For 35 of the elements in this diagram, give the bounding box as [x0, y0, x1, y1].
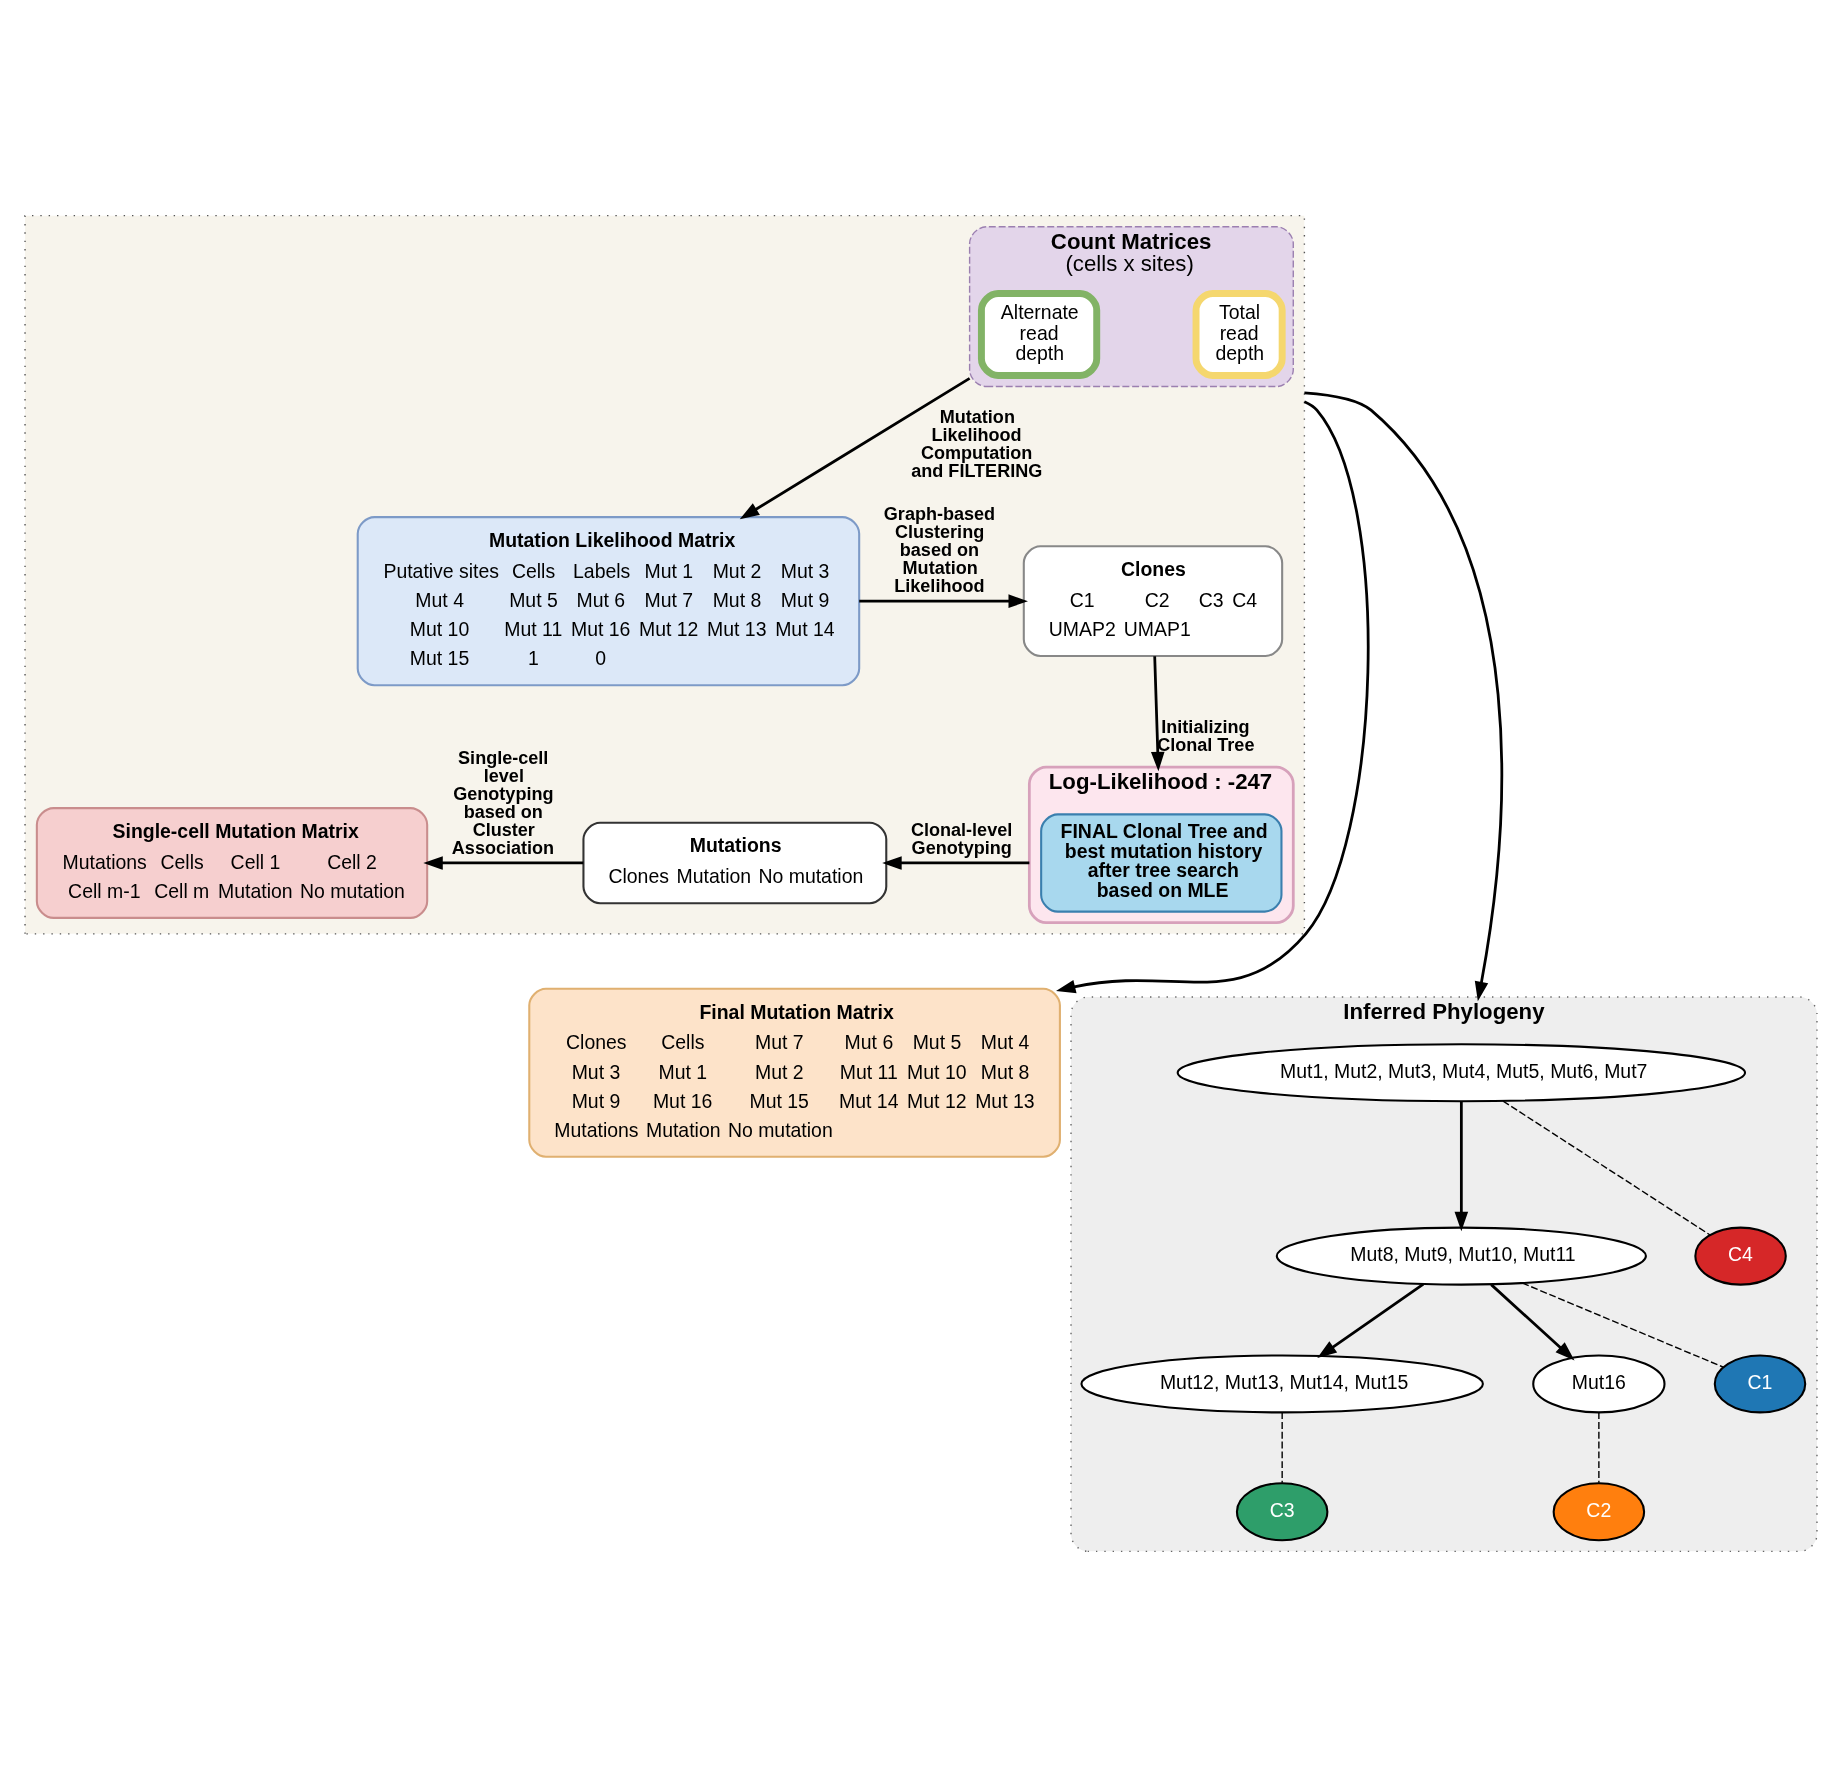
arrow: [739, 376, 971, 519]
node-ellipse: Mut1, Mut2, Mut3, Mut4, Mut5, Mut6, Mut7: [1176, 1042, 1747, 1102]
node-box: Single-cell Mutation Matrix Mutations Cells Cell 1 Cell 2 Cell m-1 Cell m Mutation No mutation: [35, 806, 429, 919]
connector: [1598, 1411, 1600, 1484]
node-ellipse: Mut16: [1532, 1353, 1666, 1413]
node-ellipse: Mut12, Mut13, Mut14, Mut15: [1080, 1353, 1484, 1413]
edge-label: Clonal-level Genotyping: [910, 819, 1013, 858]
cluster: [24, 214, 1306, 935]
arrow: [1304, 390, 1503, 1001]
node-ellipse: C4: [1694, 1226, 1787, 1286]
arrow: [882, 855, 1030, 870]
arrow: [1150, 655, 1165, 771]
node-box: Final Mutation Matrix Clones Cells Mut 7 Mut 6 Mut 5 Mut 4 Mut 3 Mut 1 Mut 2 Mut 11 Mut 10 Mut 8 Mut 9 Mut 16 Mut 15 Mut 14 Mut 12 Mut 13 Mutations Mutation No mutation: [528, 987, 1061, 1158]
edge-label: Graph-based Clustering based on Mutation Likelihood: [883, 503, 996, 596]
connector: [1281, 1411, 1283, 1484]
arrow: [1317, 1282, 1425, 1358]
node-box: Mutations Clones Mutation No mutation: [582, 821, 888, 904]
node-ellipse: C2: [1552, 1481, 1646, 1541]
node-ellipse: Mut8, Mut9, Mut10, Mut11: [1275, 1226, 1647, 1286]
node-box: Alternate read depth: [977, 289, 1101, 379]
node-box: Total read depth: [1192, 289, 1286, 379]
arrow: [859, 593, 1028, 608]
arrow: [1056, 399, 1370, 993]
arrow: [1490, 1283, 1575, 1360]
connector: [1521, 1281, 1725, 1368]
arrow: [423, 855, 584, 870]
edge-label: Single-cell level Genotyping based on Cluster Association: [451, 747, 555, 858]
node-ellipse: C3: [1235, 1481, 1329, 1541]
arrow: [1454, 1101, 1469, 1231]
node-ellipse: C1: [1713, 1353, 1807, 1413]
node-box: Clones C1 C2 C3 C4 UMAP2 UMAP1: [1022, 544, 1284, 657]
edge-label: Mutation Likelihood Computation and FILTERING: [911, 406, 1043, 481]
connector: [1502, 1099, 1711, 1236]
node-box: FINAL Clonal Tree and best mutation history after tree search based on MLE: [1040, 812, 1283, 913]
node-box: Mutation Likelihood Matrix Putative sites Cells Labels Mut 1 Mut 2 Mut 3 Mut 4 Mut 5 Mut 6 Mut 7 Mut 8 Mut 9 Mut 10 Mut 11 Mut 16 Mut 12 Mut 13 Mut 14 Mut 15 1 0: [356, 515, 861, 686]
